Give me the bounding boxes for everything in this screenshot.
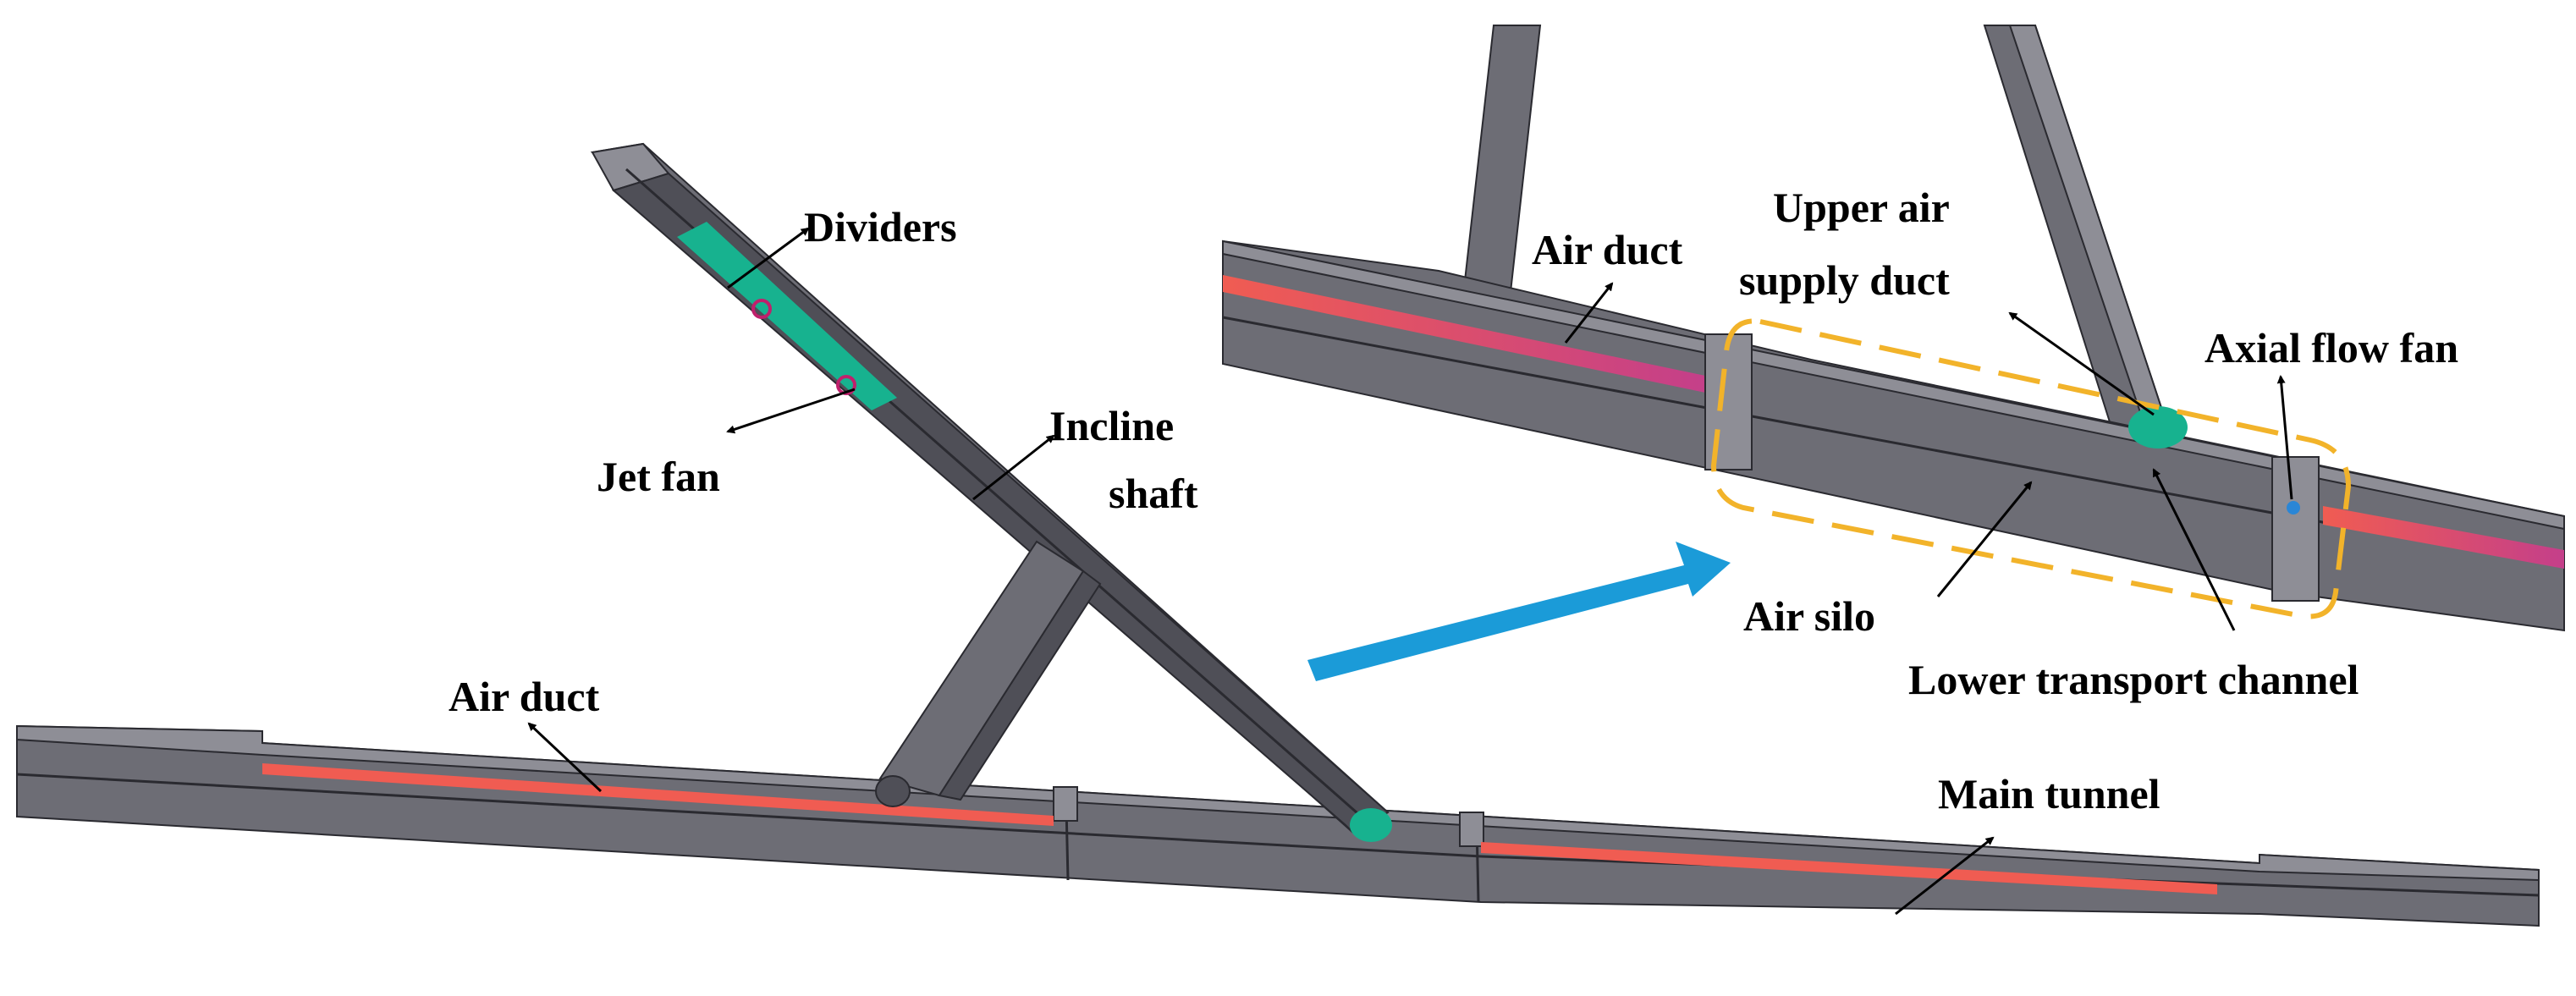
label-air-silo: Air silo: [1743, 592, 1875, 640]
main-tunnel-wall-1: [1053, 786, 1078, 822]
label-air-duct-left: Air duct: [449, 673, 600, 720]
main-tunnel-top: [16, 724, 2540, 882]
divider-2: [836, 375, 856, 395]
zoom-arrow: [1307, 542, 1731, 681]
detail-model: [1222, 25, 2565, 632]
air-silo-arrow: [1936, 481, 2033, 597]
label-main-tunnel: Main tunnel: [1938, 770, 2160, 817]
label-air-duct-right: Air duct: [1532, 226, 1683, 273]
jet-fan-section: [677, 222, 897, 410]
upper-air-supply-outlet: [2128, 406, 2188, 448]
detail-partition-right: [2271, 456, 2320, 602]
air-duct-right-segment: [1481, 842, 2217, 894]
main-tunnel-wall-2: [1459, 812, 1484, 847]
detail-air-duct-right: [2323, 506, 2564, 569]
main-tunnel-arrow: [1895, 836, 1995, 916]
air-silo-highlight-box: [1710, 318, 2352, 619]
label-inclined-shaft-2: shaft: [1109, 470, 1198, 517]
air-duct-right-arrow: [1564, 282, 1614, 344]
detail-tunnel-top: [1222, 239, 2565, 531]
label-dividers: Dividers: [804, 203, 957, 250]
lower-transport-arrow: [2152, 468, 2236, 631]
axial-flow-fan: [2287, 501, 2300, 515]
label-jet-fan: Jet fan: [597, 453, 720, 500]
label-lower-transport-channel: Lower transport channel: [1908, 656, 2359, 703]
inclined-shaft-arrow: [972, 434, 1055, 501]
connecting-shaft-side: [938, 570, 1102, 801]
air-duct-left-arrow: [527, 722, 603, 793]
overview-model: [16, 142, 2540, 927]
axial-flow-fan-arrow: [2276, 375, 2293, 500]
label-inclined-shaft-1: Incline: [1049, 402, 1174, 449]
air-duct-left-segment: [262, 763, 1054, 826]
connecting-shaft-base: [875, 775, 911, 807]
main-tunnel-edge: [16, 773, 2540, 897]
label-upper-air-2: supply duct: [1739, 256, 1950, 304]
detail-partition-left: [1704, 333, 1753, 470]
label-axial-flow-fan: Axial flow fan: [2204, 324, 2458, 371]
divider-1: [751, 299, 772, 319]
dividers-arrow: [727, 227, 810, 289]
detail-tunnel-body: [1222, 239, 2565, 632]
label-upper-air-1: Upper air: [1773, 184, 1950, 231]
detail-air-duct-left: [1223, 275, 1709, 393]
jet-fan-arrow: [726, 388, 856, 434]
inclined-shaft-base: [1350, 808, 1392, 842]
upper-air-supply-arrow: [2008, 311, 2155, 416]
